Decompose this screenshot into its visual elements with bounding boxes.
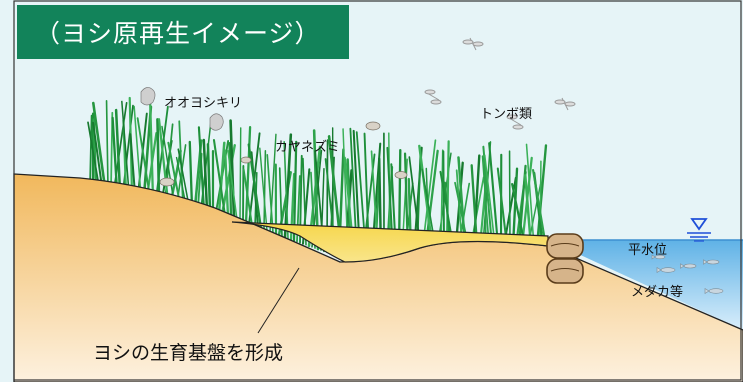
reed-blade: [263, 150, 267, 231]
reed-blade: [247, 143, 263, 230]
growth-base-fill: [231, 221, 549, 263]
reed-blade: [259, 147, 268, 232]
water-area: [548, 240, 743, 330]
reed-blade: [227, 150, 238, 221]
image-frame: [13, 0, 742, 381]
reed-blade: [212, 138, 227, 217]
reed-blade: [296, 175, 301, 243]
reed-blade: [121, 100, 130, 194]
label-great-reed-warbler: オオヨシキリ: [164, 96, 243, 111]
caption-leader-line: [257, 267, 300, 334]
bird-icon: [140, 87, 224, 131]
reed-blade: [202, 138, 209, 212]
reed-blade: [229, 119, 236, 221]
reed-blade: [122, 104, 134, 193]
caption-text: ヨシの生育基盤を形成: [93, 342, 284, 364]
reed-blade: [269, 133, 277, 233]
title-banner: （ヨシ原再生イメージ）: [17, 5, 349, 59]
label-dragonflies: トンボ類: [480, 107, 533, 122]
reed-blade: [242, 168, 253, 227]
reed-blade: [156, 118, 161, 201]
reed-blade: [217, 141, 226, 215]
reed-blade: [239, 127, 242, 222]
reed-blade: [224, 149, 230, 218]
reed-blade: [442, 150, 445, 246]
reed-blade: [92, 101, 107, 189]
label-harvest-mouse: カヤネズミ: [275, 140, 341, 155]
label-normal-water-level: 平水位: [628, 243, 668, 258]
reed-blade: [228, 141, 233, 219]
water-level-triangle-icon: [687, 218, 711, 242]
reed-blade: [277, 171, 292, 237]
reed-blade: [89, 114, 93, 186]
dragonfly-icon: [424, 37, 576, 130]
fish-icon: [651, 254, 724, 295]
label-medaka: メダカ等: [631, 285, 684, 300]
reed-blade: [289, 172, 296, 241]
reed-blade: [197, 126, 206, 211]
reed-blade: [244, 126, 252, 225]
reed-blade: [149, 103, 155, 200]
reed-blade: [105, 100, 109, 189]
title-text: （ヨシ原再生イメージ）: [35, 19, 321, 48]
reed-blade: [206, 143, 212, 212]
reed-blade: [113, 101, 128, 191]
mouse-icon: [159, 121, 408, 187]
sandbag-icon: [546, 233, 584, 284]
